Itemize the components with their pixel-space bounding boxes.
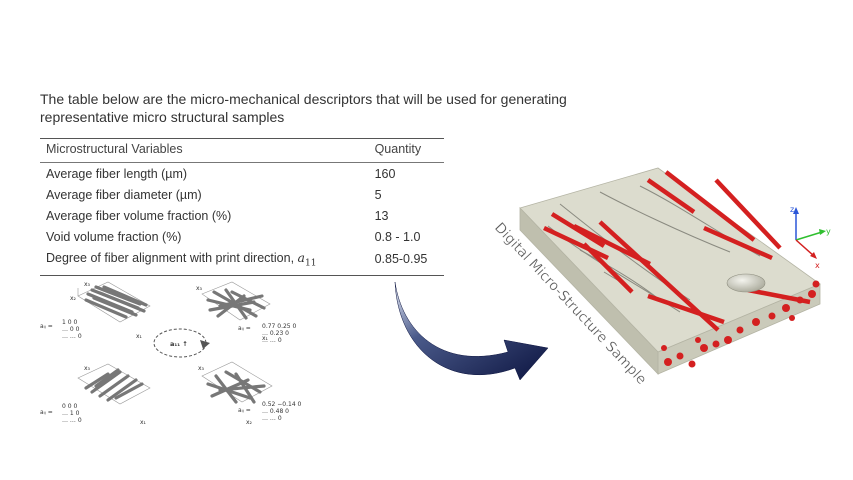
table-row: Average fiber length (µm) 160	[40, 163, 444, 185]
cube-aligned-x2: x₃ x₁ aᵢⱼ = 0 0 0 … 1 0 … … 0	[40, 363, 151, 426]
axis-label-x1: x₁	[136, 333, 143, 340]
axis-label-x1: x₁	[140, 419, 147, 426]
cube-aligned-x1: x₃ x₂ x₁ aᵢⱼ = 1 0 0 … 0 0 … … 0	[40, 281, 151, 340]
void-pore	[726, 273, 766, 293]
alpha-letter: a	[297, 250, 305, 265]
matrix-row: … … 0	[62, 333, 82, 340]
table-row: Average fiber volume fraction (%) 13	[40, 205, 444, 226]
matrix-row: 0.77 0.25 0	[262, 323, 297, 330]
header-quantity: Quantity	[368, 138, 444, 163]
axis-label-x3: x₃	[84, 365, 91, 372]
cube-partial-alignment: x₃ x₁ aᵢⱼ = 0.77 0.25 0 … 0.23 0 … … 0	[196, 281, 297, 344]
rotation-label: a₁₁ ↑	[170, 340, 188, 348]
matrix-label: aᵢⱼ =	[40, 323, 53, 330]
row-quantity: 160	[374, 166, 396, 181]
matrix-row: … … 0	[262, 337, 282, 344]
matrix-row: 0 0 0	[62, 403, 77, 410]
matrix-row: 0.52 −0.14 0	[262, 401, 302, 408]
row-quantity: 5	[374, 187, 382, 202]
intro-text: The table below are the micro-mechanical…	[40, 91, 567, 125]
transition-arrow	[394, 281, 549, 381]
row-variable: Void volume fraction (%)	[46, 229, 182, 244]
row-variable: Average fiber diameter (µm)	[46, 187, 202, 202]
matrix-row: … … 0	[262, 415, 282, 422]
matrix-label: aᵢⱼ =	[238, 325, 251, 332]
row-variable: Average fiber volume fraction (%)	[46, 208, 232, 223]
axis-label-x3: x₃	[196, 285, 203, 292]
axis-label-x2: x₂	[70, 295, 77, 302]
row-variable: Average fiber length (µm)	[46, 166, 188, 181]
table-header-row: Microstructural Variables Quantity	[40, 138, 444, 163]
matrix-row: … 0 0	[62, 326, 80, 333]
header-variables: Microstructural Variables	[40, 138, 369, 163]
axis-x-label: x	[815, 261, 820, 270]
alpha-subscript: 11	[304, 258, 317, 269]
axis-label-x3: x₃	[84, 281, 91, 288]
table-row: Degree of fiber alignment with print dir…	[40, 247, 444, 276]
orientation-panel: x₃ x₂ x₁ aᵢⱼ = 1 0 0 … 0 0 … … 0 x₃ x₁	[40, 281, 302, 426]
table-row: Average fiber diameter (µm) 5	[40, 184, 444, 205]
axis-label-x2: x₂	[246, 419, 253, 426]
axis-label-x3: x₃	[198, 365, 205, 372]
axis-z-label: z	[790, 205, 794, 214]
rotation-symbol: a₁₁ ↑	[153, 328, 210, 358]
row-quantity: 13	[374, 208, 389, 223]
table-row: Void volume fraction (%) 0.8 - 1.0	[40, 226, 444, 247]
matrix-row: … … 0	[62, 417, 82, 424]
coordinate-axes: z y x	[790, 205, 831, 270]
matrix-label: aᵢⱼ =	[238, 407, 251, 414]
descriptor-table: Microstructural Variables Quantity Avera…	[40, 138, 444, 276]
row-variable-text: Degree of fiber alignment with print dir…	[46, 251, 298, 265]
matrix-row: … 0.23 0	[262, 330, 289, 337]
matrix-row: 1 0 0	[62, 319, 77, 326]
matrix-row: … 1 0	[62, 410, 80, 417]
alpha-symbol: a11	[297, 250, 317, 269]
fiber-cross-sections	[661, 280, 820, 368]
red-fibers	[543, 170, 811, 332]
row-variable: Degree of fiber alignment with print dir…	[40, 247, 369, 276]
cube-mixed-alignment: x₃ x₂ aᵢⱼ = 0.52 −0.14 0 … 0.48 0 … … 0	[198, 361, 302, 426]
axis-label-x1: x₁	[262, 335, 269, 342]
row-quantity: 0.8 - 1.0	[374, 229, 421, 244]
row-quantity: 0.85-0.95	[368, 247, 444, 276]
axis-y-label: y	[826, 227, 831, 236]
matrix-row: … 0.48 0	[262, 408, 289, 415]
block-left-face	[519, 207, 659, 375]
matrix-label: aᵢⱼ =	[40, 409, 53, 416]
